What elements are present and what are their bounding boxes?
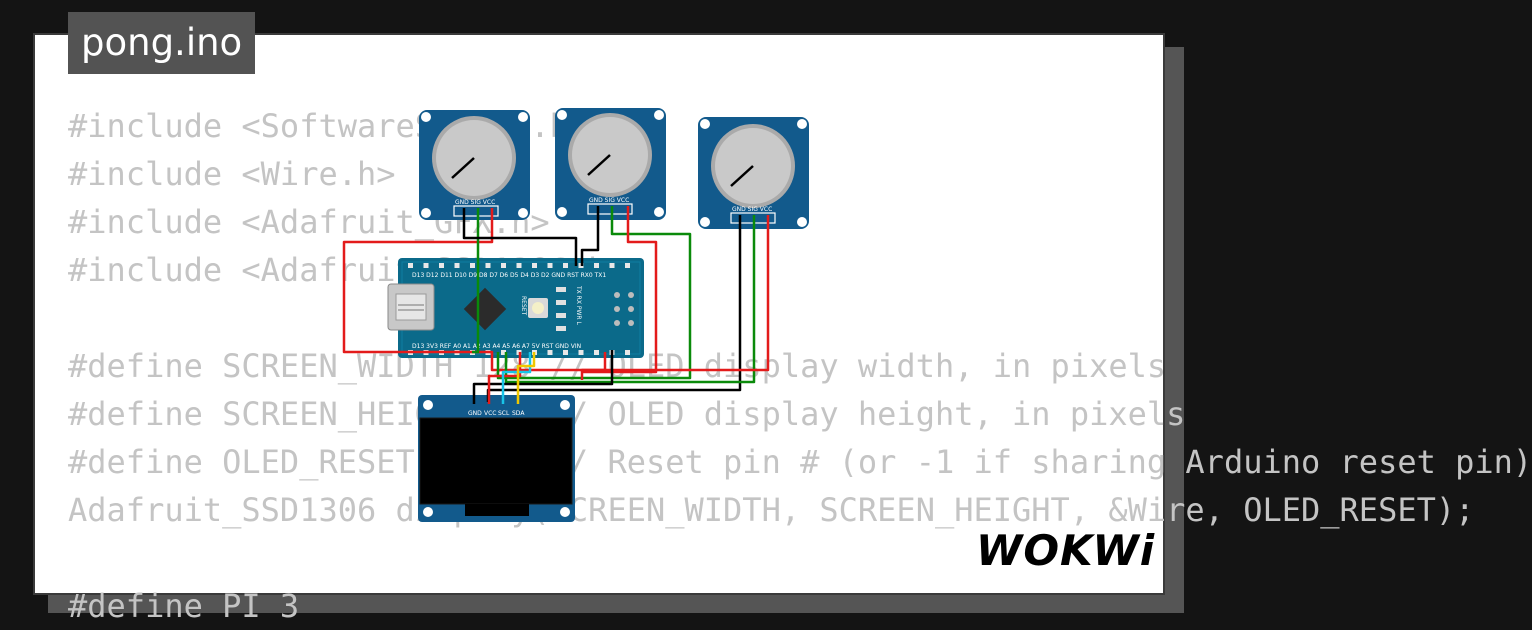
code-line: #define PI 3 [68, 587, 300, 625]
reset-label: RESET [520, 296, 527, 316]
header-pin [594, 263, 599, 268]
header-pin [547, 350, 553, 355]
file-title: pong.ino [68, 12, 256, 74]
header-pin [485, 263, 491, 268]
header-pin [532, 263, 537, 268]
bottom-pin-labels: D13 3V3 REF A0 A1 A2 A3 A4 A5 A6 A7 5V R… [412, 343, 581, 350]
oled-pin-gnd: GND [468, 410, 482, 417]
header-pin [516, 263, 522, 268]
top-pin-labels: D13 D12 D11 D10 D9 D8 D7 D6 D5 D4 D3 D2 … [412, 272, 606, 279]
header-pin [625, 350, 630, 355]
header-pin [470, 263, 475, 268]
header-pin [408, 263, 413, 268]
logo-text: WOKWi [976, 526, 1156, 575]
wokwi-logo: WOKWi [976, 526, 1156, 576]
header-pin [454, 263, 460, 268]
header-pin [547, 263, 553, 268]
header-pin [609, 263, 615, 268]
header-pin [625, 263, 630, 268]
code-line: #include <SoftwareSerial.h> [68, 107, 589, 145]
header-pin [501, 263, 506, 268]
header-pin [423, 263, 429, 268]
oled-pin-vcc: VCC [484, 410, 496, 417]
header-pin [439, 263, 444, 268]
oled-pin-sda: SDA [512, 410, 525, 417]
pot1-pin-labels: GND SIG VCC [455, 199, 495, 206]
potentiometer-1[interactable]: GND SIG VCC [419, 110, 530, 220]
oled-pin-scl: SCL [498, 410, 510, 417]
potentiometer-3[interactable]: GND SIG VCC [698, 117, 809, 229]
header-pin [578, 350, 584, 355]
code-background: #include <SoftwareSerial.h> #include <Wir… [68, 102, 1532, 625]
header-pin [501, 350, 506, 355]
potentiometer-2[interactable]: GND SIG VCC [555, 108, 666, 220]
oled-display[interactable]: GND VCC SCL SDA [418, 395, 575, 522]
code-line: #include <Wire.h> [68, 155, 396, 193]
arduino-nano: D13 D12 D11 D10 D9 D8 D7 D6 D5 D4 D3 D2 … [387, 258, 644, 358]
header-pin [563, 263, 568, 268]
wires [342, 206, 770, 404]
mcu-chip [463, 287, 507, 331]
header-pin [563, 350, 568, 355]
circuit-diagram: D13 D12 D11 D10 D9 D8 D7 D6 D5 D4 D3 D2 … [342, 108, 809, 522]
pot2-pin-labels: GND SIG VCC [589, 197, 629, 204]
code-line: Adafruit_SSD1306 display(SCREEN_WIDTH, S… [68, 491, 1475, 529]
pot3-pin-labels: GND SIG VCC [732, 206, 772, 213]
led-labels: TX RX PWR L [575, 285, 582, 325]
header-pin [594, 350, 599, 355]
